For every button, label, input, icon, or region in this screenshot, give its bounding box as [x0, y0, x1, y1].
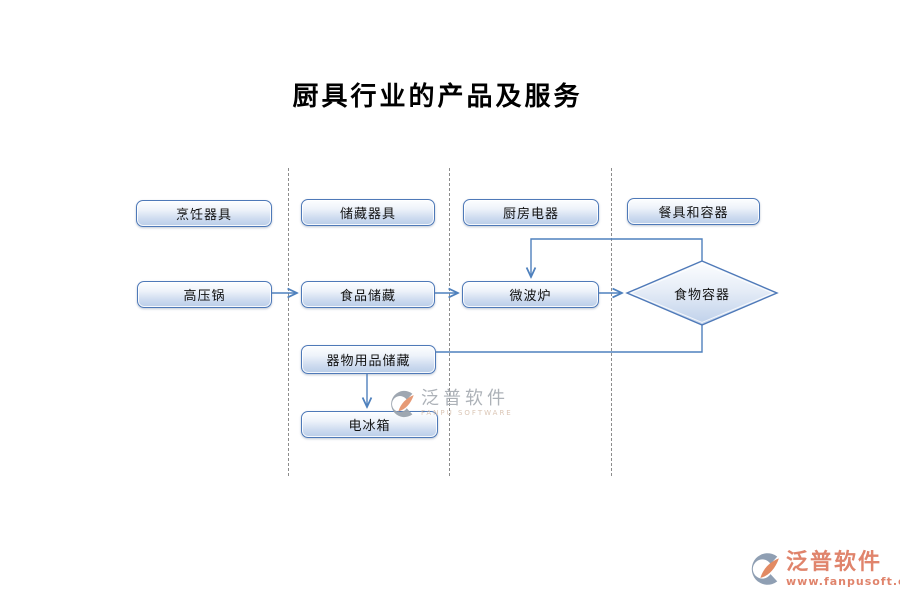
node-food-container-label: 食物容器: [673, 287, 730, 303]
watermark-subtitle-text: FANPU SOFTWARE: [421, 409, 513, 417]
node-label: 烹饪器具: [175, 208, 232, 223]
node-storage-utensils: 储藏器具: [301, 199, 435, 226]
node-utensil-supplies-storage: 器物用品储藏: [301, 345, 436, 374]
node-pressure-cooker: 高压锅: [137, 281, 272, 308]
node-refrigerator: 电冰箱: [301, 411, 438, 438]
lane-divider: [288, 168, 289, 476]
fanpu-logo-icon: [751, 553, 779, 585]
lane-divider: [611, 168, 612, 476]
node-label: 餐具和容器: [658, 206, 729, 221]
node-tableware-and-containers: 餐具和容器: [627, 198, 760, 225]
lane-divider: [449, 168, 450, 476]
fanpu-logo-icon: [391, 390, 414, 418]
node-cooking-utensils: 烹饪器具: [136, 200, 272, 227]
node-label: 电冰箱: [348, 419, 391, 434]
node-label: 器物用品储藏: [326, 354, 411, 369]
connector-food-container-to-microwave: [531, 238, 703, 277]
node-label: 食品储藏: [339, 289, 396, 304]
watermark-center: 泛普软件 FANPU SOFTWARE: [388, 389, 513, 419]
node-label: 微波炉: [509, 289, 552, 304]
watermark-url-text: www.fanpusoft.com: [786, 575, 900, 588]
node-microwave-oven: 微波炉: [462, 281, 599, 308]
watermark-corner: 泛普软件 www.fanpusoft.com: [748, 551, 900, 588]
node-food-storage: 食品储藏: [301, 281, 435, 308]
node-label: 储藏器具: [339, 207, 396, 222]
diagram-title: 厨具行业的产品及服务: [292, 82, 583, 112]
node-label: 厨房电器: [502, 207, 559, 222]
node-label: 高压锅: [183, 289, 226, 304]
watermark-brand-text: 泛普软件: [421, 388, 509, 409]
watermark-brand-text: 泛普软件: [786, 550, 883, 575]
connector-food-container-to-utensil-storage: [435, 325, 703, 353]
node-kitchen-appliances: 厨房电器: [463, 199, 599, 226]
